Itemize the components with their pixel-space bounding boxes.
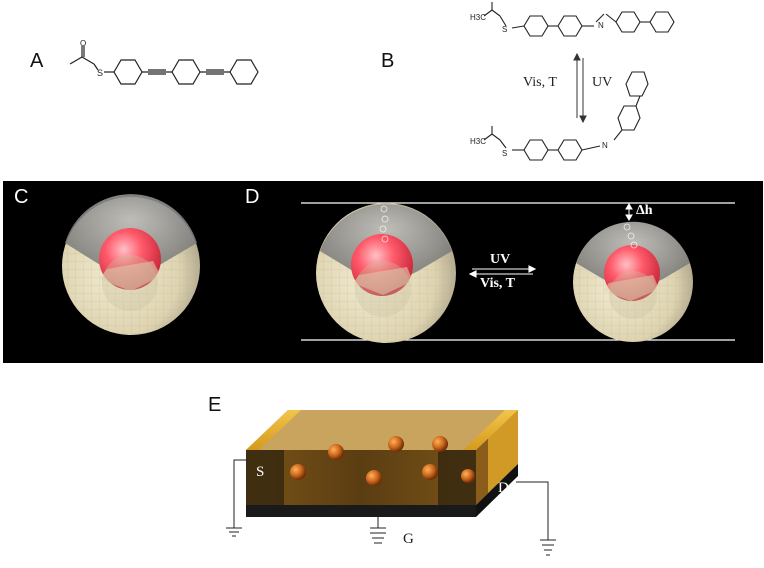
arrow-label-vis-t: Vis, T	[523, 75, 557, 90]
height-change-label: Δh	[636, 203, 653, 218]
methyl-group-top: H3C	[470, 13, 486, 22]
sphere-d-left	[316, 203, 456, 343]
panel-label-a: A	[30, 50, 44, 72]
nitrogen-label-top: N	[598, 21, 604, 30]
sphere-d-right	[573, 221, 693, 342]
sphere-c	[62, 194, 200, 335]
panel-label-c: C	[14, 186, 29, 208]
nanoparticle-diagram	[62, 194, 735, 343]
panel-label-b: B	[381, 50, 395, 72]
sulfur-label-top: S	[502, 25, 507, 34]
sulfur-label-bottom: S	[502, 149, 507, 158]
nitrogen-label-bottom: N	[602, 141, 608, 150]
oxygen-label-a: O	[80, 40, 86, 48]
panel-label-e: E	[208, 394, 222, 416]
drain-electrode-label: D	[498, 480, 509, 496]
molecule-a-structure: O S	[69, 40, 259, 85]
source-electrode-label: S	[256, 464, 265, 480]
gate-label: G	[403, 531, 414, 547]
arrow-label-uv: UV	[592, 75, 613, 90]
molecule-b-structure: H3C S N H3C S N	[470, 2, 675, 161]
transistor-device-diagram	[226, 410, 556, 556]
panel-label-d: D	[245, 186, 260, 208]
methyl-group-bottom: H3C	[470, 137, 486, 146]
arrow-label-vis-t-d: Vis, T	[480, 276, 516, 291]
arrow-label-uv-d: UV	[490, 252, 511, 267]
sulfur-label-a: S	[97, 68, 103, 78]
